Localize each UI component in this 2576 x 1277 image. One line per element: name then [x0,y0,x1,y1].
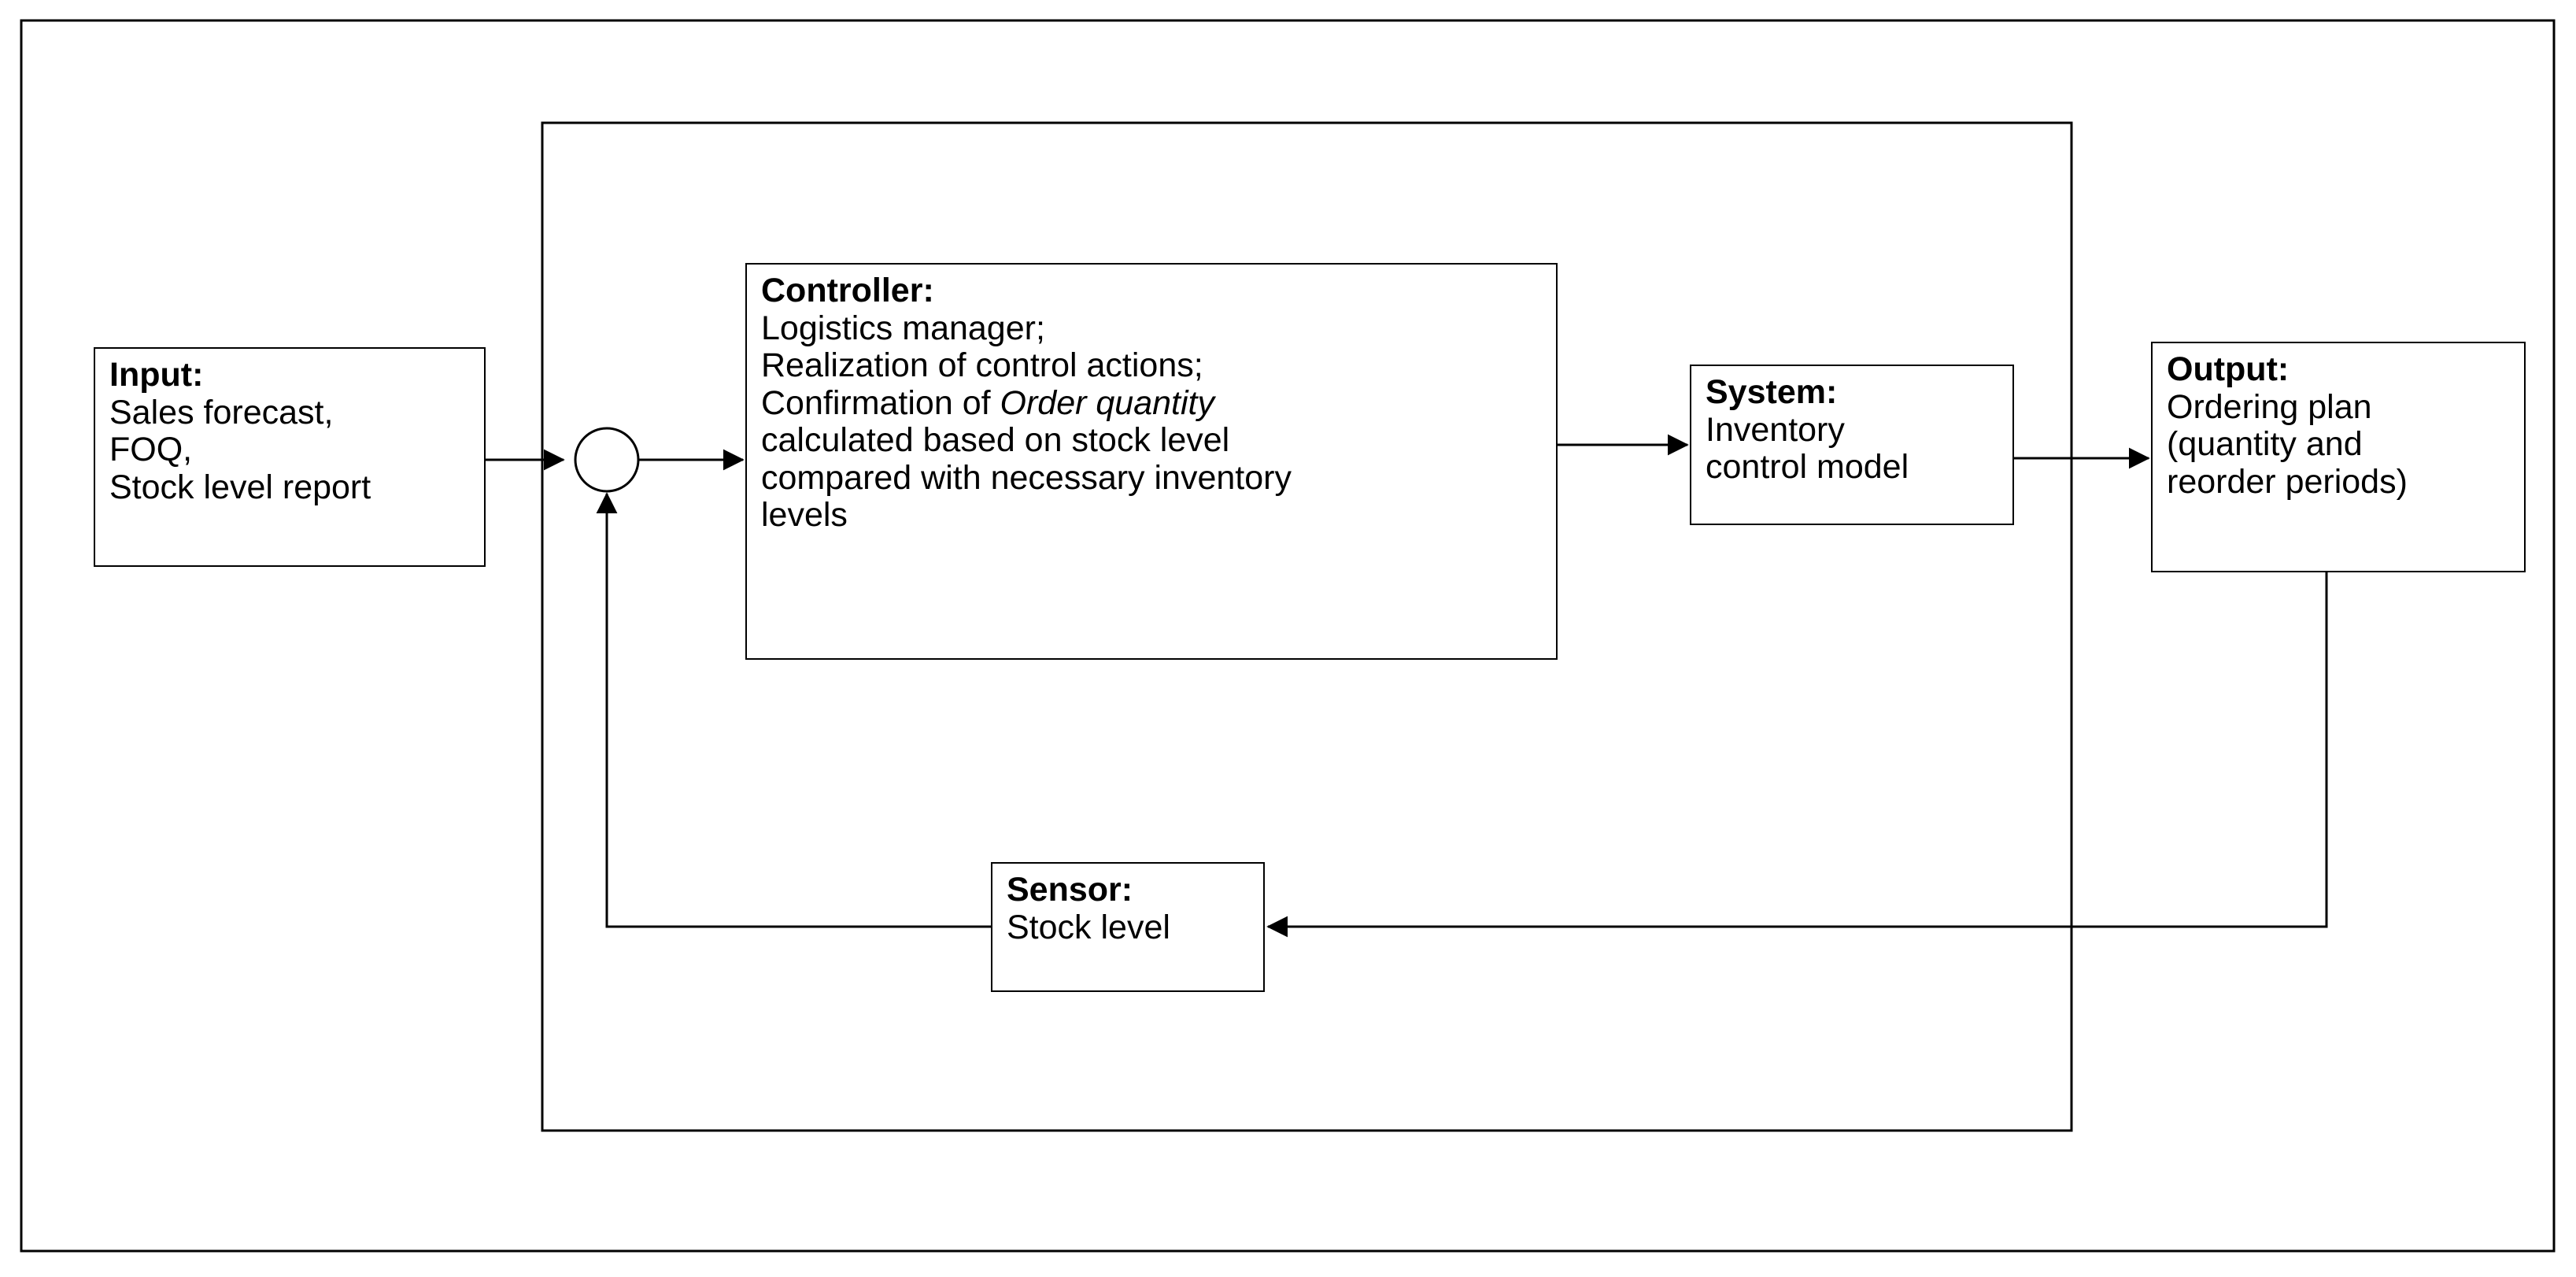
input-block-line-3: Stock level report [109,468,371,506]
input-block-line-1: Sales forecast, [109,393,334,431]
controller-block-line-6: levels [761,496,848,534]
input-block-line-2: FOQ, [109,431,193,468]
sensor-block: Sensor: Stock level [991,862,1265,992]
system-block-line-1: Inventory [1706,410,1845,449]
controller-line-3-emphasis: Order quantity [1000,383,1214,422]
connector-sensor-to-junction [596,492,991,928]
input-block-title: Input: [109,356,204,394]
summing-junction [574,427,640,493]
controller-line-3-prefix: Confirmation of [761,383,1000,422]
connector-output-to-sensor [1266,572,2328,938]
sensor-block-title: Sensor: [1007,871,1133,909]
outer-frame [20,19,2556,1253]
controller-block-line-5: compared with necessary inventory [761,458,1292,497]
output-block-title: Output: [2167,350,2290,388]
system-block-line-2: control model [1706,448,1909,486]
output-block-line-2: (quantity and [2167,425,2363,463]
output-block-line-1: Ordering plan [2167,387,2372,426]
system-block: System: Inventory control model [1690,365,2014,525]
sensor-block-line-1: Stock level [1007,908,1170,946]
controller-block-line-3: Confirmation of Order quantity [761,383,1543,423]
controller-block-line-1: Logistics manager; [761,309,1045,347]
system-boundary [541,121,2073,1132]
input-block: Input: Sales forecast, FOQ, Stock level … [94,347,486,567]
controller-block-title: Controller: [761,272,934,309]
output-block: Output: Ordering plan (quantity and reor… [2151,342,2526,572]
controller-block: Controller: Logistics manager; Realizati… [745,263,1558,660]
output-block-line-3: reorder periods) [2167,462,2408,501]
controller-block-line-2: Realization of control actions; [761,346,1203,384]
system-block-title: System: [1706,373,1838,411]
controller-block-line-4: calculated based on stock level [761,421,1230,459]
